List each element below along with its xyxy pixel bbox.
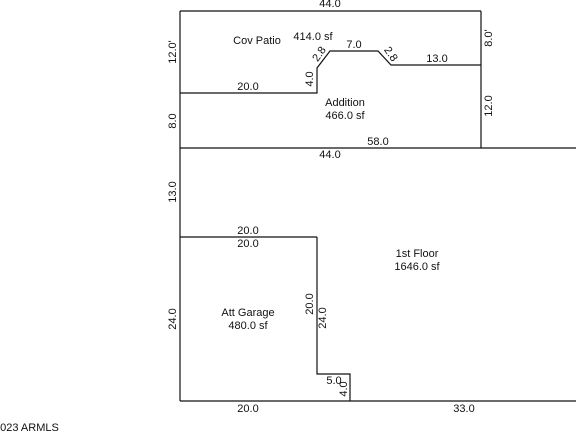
dim-floor-top-right: 58.0 [367,136,388,148]
dim-addition-inner-left: 4.0 [304,71,316,86]
cov-patio-area: 414.0 sf [293,31,333,43]
dim-diag-left: 2.8 [310,45,329,64]
dim-floor-top: 44.0 [319,149,340,161]
dim-garage-inner-right: 20.0 [304,293,316,314]
dim-garage-bottom: 20.0 [237,403,258,415]
dim-notch-side: 4.0 [338,381,350,396]
addition-name: Addition [325,97,365,109]
dim-patio-left: 12.0' [167,40,179,64]
att-garage-name: Att Garage [221,307,274,319]
wall-patio-addition-divider [180,50,481,94]
dim-floor-left-upper: 13.0 [167,181,179,202]
dim-addition-bottom: 20.0 [237,81,258,93]
dim-patio-right: 8.0' [483,29,495,46]
att-garage-area: 480.0 sf [228,320,268,332]
dim-floor-bottom: 33.0 [453,403,474,415]
dim-garage-top-outer: 20.0 [237,225,258,237]
first-floor-area: 1646.0 sf [394,261,440,273]
dim-patio-step-right: 13.0 [426,53,447,65]
first-floor-name: 1st Floor [396,248,439,260]
dim-garage-right: 24.0 [317,307,329,328]
cov-patio-name: Cov Patio [233,35,281,47]
dim-addition-right: 12.0 [483,95,495,116]
dim-diag-right: 2.8 [381,45,400,64]
dim-garage-top-inner: 20.0 [237,238,258,250]
copyright-watermark: 2023 ARMLS [0,422,59,434]
dim-diag-top: 7.0 [346,39,361,51]
dim-garage-left: 24.0 [167,308,179,329]
wall-garage-right [316,237,351,401]
addition-area: 466.0 sf [325,110,365,122]
dim-notch-top: 5.0 [326,375,341,387]
dim-addition-left: 8.0 [167,113,179,128]
dim-top: 44.0 [319,0,340,10]
